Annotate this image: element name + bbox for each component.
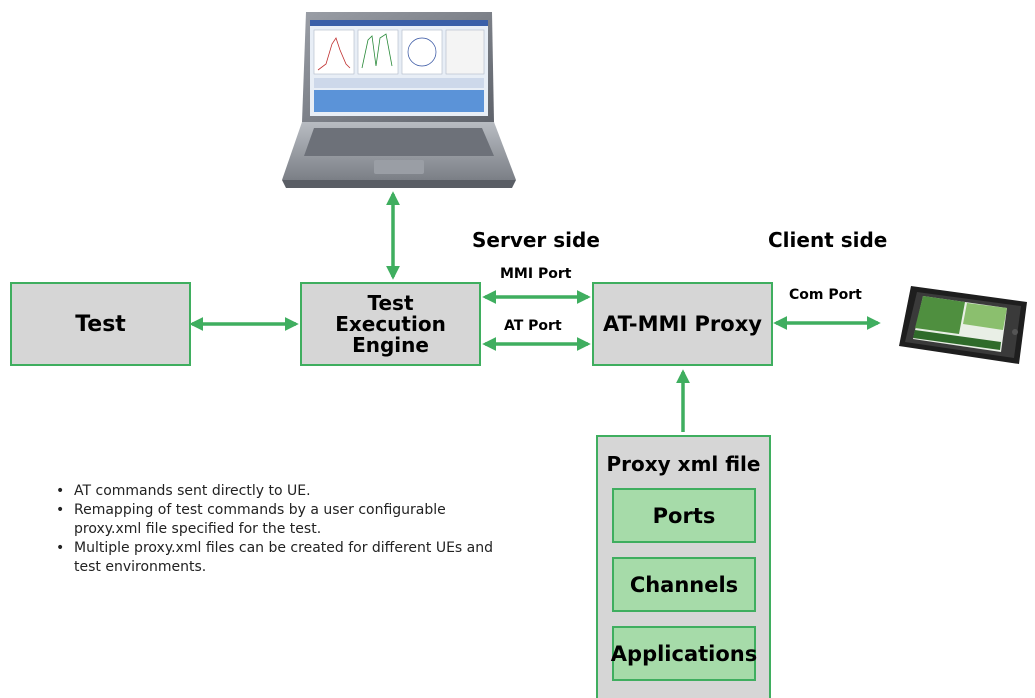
note-item: AT commands sent directly to UE. [56, 482, 506, 501]
channels-item: Channels [612, 557, 756, 612]
smartphone-icon [899, 286, 1027, 364]
mmi-port-label: MMI Port [500, 266, 572, 282]
channels-item-label: Channels [629, 572, 739, 597]
test-box-label: Test [75, 311, 126, 337]
engine-label-line3: Engine [352, 332, 429, 357]
com-port-label: Com Port [789, 287, 862, 303]
proxy-xml-title: Proxy xml file [606, 452, 761, 476]
engine-label-line2: Execution [335, 311, 446, 336]
ports-item: Ports [612, 488, 756, 543]
server-side-heading: Server side [472, 228, 600, 252]
notes-list: AT commands sent directly to UE. Remappi… [52, 482, 506, 577]
at-mmi-proxy-box: AT-MMI Proxy [592, 282, 773, 366]
at-port-label: AT Port [504, 318, 562, 334]
applications-item-label: Applications [610, 641, 758, 666]
client-side-heading: Client side [768, 228, 888, 252]
note-item: Remapping of test commands by a user con… [56, 501, 506, 539]
proxy-box-label: AT-MMI Proxy [603, 312, 762, 336]
note-item: Multiple proxy.xml files can be created … [56, 539, 506, 577]
test-execution-engine-box: Test Execution Engine [300, 282, 481, 366]
ports-item-label: Ports [652, 503, 716, 528]
laptop-icon [282, 12, 516, 188]
test-box: Test [10, 282, 191, 366]
applications-item: Applications [610, 626, 758, 681]
engine-label-line1: Test [367, 290, 414, 315]
